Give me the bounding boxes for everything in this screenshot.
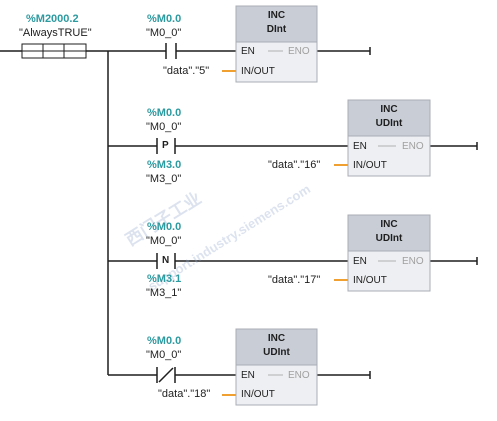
p-contact-letter[interactable]: P: [162, 140, 169, 151]
block-3-en-pin: EN: [353, 256, 367, 267]
edge-2-address: %M3.0: [147, 159, 182, 171]
block-2-instruction: INC: [380, 104, 398, 115]
contact-4-address: %M0.0: [147, 335, 182, 347]
contact-1-symbol: "M0_0": [146, 27, 182, 39]
block-1-instruction: INC: [267, 10, 286, 21]
contact-1-address: %M0.0: [147, 13, 182, 25]
edge-3-symbol: "M3_1": [146, 287, 182, 299]
block-3-instruction: INC: [380, 219, 398, 230]
block-1-en-pin: EN: [241, 46, 255, 57]
inc-block-3[interactable]: [347, 214, 431, 292]
block-4-inout-pin: IN/OUT: [241, 389, 275, 400]
block-4-en-pin: EN: [241, 370, 255, 381]
block-2-operand[interactable]: "data"."16": [268, 159, 321, 171]
block-4-operand[interactable]: "data"."18": [158, 388, 211, 400]
inc-block-4[interactable]: [235, 328, 318, 406]
contact-3-address: %M0.0: [147, 221, 182, 233]
inc-block-1[interactable]: [235, 5, 318, 83]
rail-contact-address: %M2000.2: [26, 13, 79, 25]
block-4-instruction: INC: [267, 333, 286, 344]
block-3-datatype: UDInt: [375, 233, 403, 244]
rail-contact-symbol: "AlwaysTRUE": [19, 27, 92, 39]
block-1-inout-pin: IN/OUT: [241, 66, 275, 77]
n-contact-letter[interactable]: N: [162, 255, 170, 266]
contact-4-symbol: "M0_0": [146, 349, 182, 361]
block-2-en-pin: EN: [353, 141, 367, 152]
contact-3-symbol: "M0_0": [146, 235, 182, 247]
contact-2-symbol: "M0_0": [146, 121, 182, 133]
block-2-inout-pin: IN/OUT: [353, 160, 387, 171]
block-1-datatype: DInt: [266, 24, 287, 35]
block-1-eno-pin: ENO: [288, 46, 310, 57]
edge-3-address: %M3.1: [147, 273, 182, 285]
inc-block-2[interactable]: [347, 99, 431, 177]
block-2-eno-pin: ENO: [402, 141, 424, 152]
block-3-operand[interactable]: "data"."17": [268, 274, 321, 286]
block-4-eno-pin: ENO: [288, 370, 310, 381]
block-4-datatype: UDInt: [263, 347, 290, 358]
edge-2-symbol: "M3_0": [146, 173, 182, 185]
block-2-datatype: UDInt: [375, 118, 403, 129]
block-3-inout-pin: IN/OUT: [353, 275, 387, 286]
block-3-eno-pin: ENO: [402, 256, 424, 267]
contact-2-address: %M0.0: [147, 107, 182, 119]
block-1-operand[interactable]: "data"."5": [163, 65, 210, 77]
